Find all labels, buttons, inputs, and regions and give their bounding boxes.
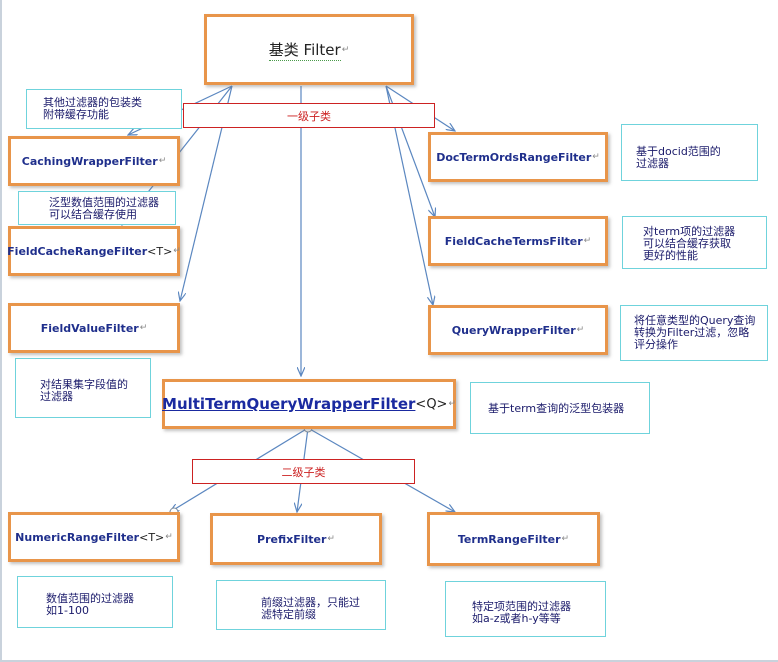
note-fieldcacherange: 泛型数值范围的过滤器 可以结合缓存使用 — [18, 191, 176, 225]
return-mark-icon: ↵ — [583, 236, 592, 246]
return-mark-icon: ↵ — [592, 152, 600, 162]
node-multi-term-query-wrapper-filter[interactable]: MultiTermQueryWrapperFilter<Q>↵ — [162, 379, 456, 429]
note-prefix-line-1: 前缀过滤器，只能过 — [261, 596, 360, 609]
node-querywrapper-label: QueryWrapperFilter — [451, 323, 576, 337]
return-mark-icon: ↵ — [561, 534, 570, 544]
note-multiterm: 基于term查询的泛型包装器 — [470, 382, 650, 434]
return-mark-icon: ↵ — [173, 246, 181, 256]
note-numericrange-line-2: 如1-100 — [46, 604, 89, 617]
node-term-range-filter[interactable]: TermRangeFilter↵ — [427, 512, 600, 566]
note-fieldcacheterms-line-3: 更好的性能 — [643, 249, 698, 262]
note-fieldvalue-line-1: 对结果集字段值的 — [40, 378, 128, 391]
note-prefix-line-2: 滤特定前缀 — [261, 608, 316, 621]
frame-bottom-edge — [0, 660, 778, 662]
level-two-label: 二级子类 — [192, 459, 415, 484]
note-numericrange-line-1: 数值范围的过滤器 — [46, 592, 134, 605]
return-mark-icon: ↵ — [576, 325, 585, 335]
node-fieldcacheterms-label: FieldCacheTermsFilter — [444, 234, 583, 248]
return-mark-icon: ↵ — [165, 532, 173, 542]
note-numericrange: 数值范围的过滤器 如1-100 — [17, 576, 173, 628]
node-field-value-filter[interactable]: FieldValueFilter↵ — [8, 303, 180, 353]
node-base-filter[interactable]: 基类 Filter↵ — [204, 14, 414, 85]
frame-left-edge — [0, 0, 2, 662]
node-caching-wrapper-filter[interactable]: CachingWrapperFilter↵ — [8, 136, 180, 186]
return-mark-icon: ↵ — [139, 323, 148, 333]
node-prefix-filter[interactable]: PrefixFilter↵ — [210, 513, 382, 565]
level-two-text: 二级子类 — [281, 465, 326, 479]
note-docterm-line-2: 过滤器 — [636, 157, 669, 170]
note-querywrapper-line-3: 评分操作 — [634, 338, 678, 351]
note-caching: 其他过滤器的包装类 附带缓存功能 — [26, 89, 182, 129]
node-query-wrapper-filter[interactable]: QueryWrapperFilter↵ — [428, 305, 608, 355]
note-querywrapper-line-2: 转换为Filter过滤，忽略 — [634, 326, 750, 339]
level-one-label: 一级子类 — [183, 103, 435, 128]
node-docterm-label: DocTermOrdsRangeFilter — [436, 150, 592, 164]
node-base-filter-label: 基类 Filter — [268, 40, 341, 61]
note-docterm-line-1: 基于docid范围的 — [636, 145, 721, 158]
note-querywrapper-line-1: 将任意类型的Query查询 — [634, 314, 756, 327]
return-mark-icon: ↵ — [158, 156, 167, 166]
note-multiterm-line-1: 基于term查询的泛型包装器 — [488, 402, 625, 415]
note-termrange: 特定项范围的过滤器 如a-z或者h-y等等 — [445, 581, 606, 637]
node-multiterm-label: MultiTermQueryWrapperFilter — [162, 395, 416, 413]
node-numeric-range-filter[interactable]: NumericRangeFilter<T>↵ — [8, 512, 180, 562]
node-multiterm-generic: <Q> — [415, 396, 448, 412]
node-fieldcacherange-generic: <T> — [147, 244, 173, 258]
node-prefix-label: PrefixFilter — [257, 532, 327, 546]
note-docterm: 基于docid范围的 过滤器 — [621, 124, 758, 181]
note-fieldvalue-line-2: 过滤器 — [40, 390, 73, 403]
return-mark-icon: ↵ — [327, 534, 335, 544]
node-doc-term-ords-range-filter[interactable]: DocTermOrdsRangeFilter↵ — [428, 132, 608, 182]
node-field-cache-terms-filter[interactable]: FieldCacheTermsFilter↵ — [428, 216, 608, 266]
node-numericrange-label: NumericRangeFilter — [15, 530, 140, 544]
return-mark-icon: ↵ — [448, 399, 456, 409]
note-caching-line-2: 附带缓存功能 — [43, 108, 109, 121]
note-caching-line-1: 其他过滤器的包装类 — [43, 96, 142, 109]
node-fieldcacherange-label: FieldCacheRangeFilter — [7, 244, 148, 258]
note-querywrapper: 将任意类型的Query查询 转换为Filter过滤，忽略 评分操作 — [620, 305, 768, 361]
note-fieldcacheterms-line-1: 对term项的过滤器 — [643, 225, 736, 238]
node-fieldvalue-label: FieldValueFilter — [40, 321, 139, 335]
node-numericrange-generic: <T> — [139, 530, 165, 544]
note-prefix: 前缀过滤器，只能过 滤特定前缀 — [216, 580, 386, 630]
note-fieldcacheterms: 对term项的过滤器 可以结合缓存获取 更好的性能 — [622, 216, 767, 269]
return-mark-icon: ↵ — [341, 44, 350, 55]
note-fieldcacherange-line-2: 可以结合缓存使用 — [49, 208, 137, 221]
note-fieldvalue: 对结果集字段值的 过滤器 — [15, 358, 151, 418]
node-field-cache-range-filter[interactable]: FieldCacheRangeFilter<T>↵ — [7, 226, 181, 276]
note-termrange-line-2: 如a-z或者h-y等等 — [472, 612, 561, 625]
note-termrange-line-1: 特定项范围的过滤器 — [472, 600, 571, 613]
level-one-text: 一级子类 — [287, 109, 331, 123]
node-caching-label: CachingWrapperFilter — [21, 154, 158, 168]
note-fieldcacherange-line-1: 泛型数值范围的过滤器 — [49, 196, 159, 209]
node-termrange-label: TermRangeFilter — [457, 532, 561, 546]
note-fieldcacheterms-line-2: 可以结合缓存获取 — [643, 237, 731, 250]
